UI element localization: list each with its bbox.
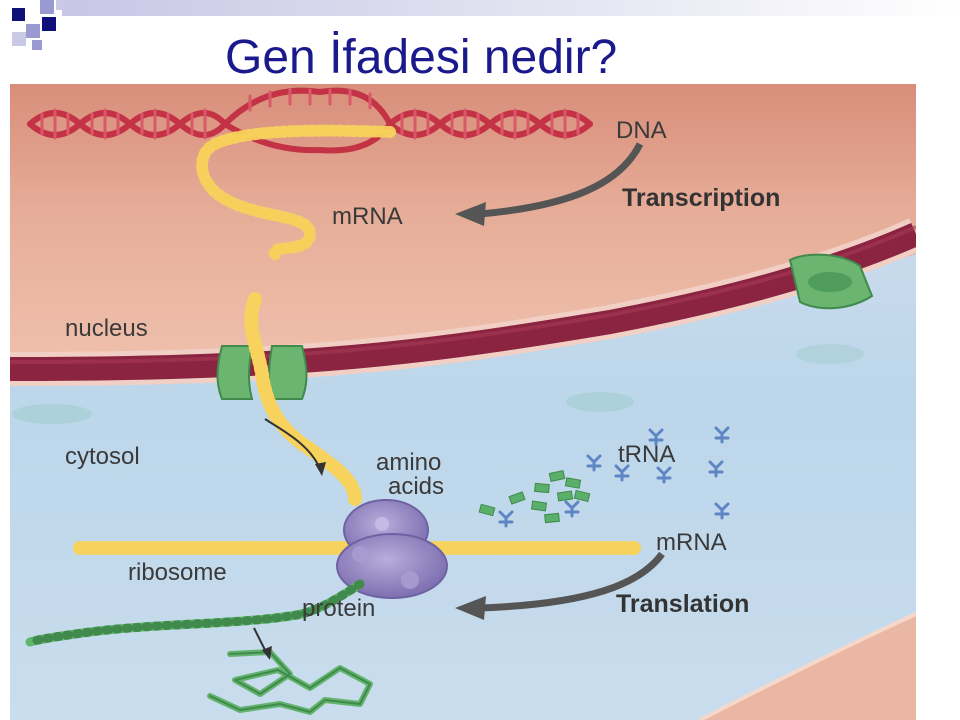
protein-label: protein	[302, 595, 375, 622]
cytosol-label: cytosol	[65, 443, 140, 470]
protein-chain	[25, 579, 373, 715]
mrna-through-pore	[244, 292, 362, 506]
trna-molecules	[498, 426, 730, 528]
cytosol-arrow	[264, 418, 326, 476]
translation-arrow	[455, 551, 665, 620]
trna-label: tRNA	[618, 441, 675, 468]
transcription-arrow	[455, 142, 644, 226]
mrna-label-top: mRNA	[332, 203, 403, 230]
amino-acids-label-line2: acids	[388, 473, 444, 500]
ribosome	[336, 499, 448, 599]
dna-label: DNA	[616, 117, 667, 144]
amino-acids	[478, 470, 591, 524]
dna-helix	[27, 87, 593, 154]
ribosome-label: ribosome	[128, 559, 227, 586]
mrna-transcript-top	[196, 124, 396, 260]
transcription-label: Transcription	[622, 184, 780, 212]
slide-title: Gen İfadesi nedir?	[225, 31, 618, 84]
amino-acids-label-line1: amino	[376, 449, 441, 476]
slide-decoration	[12, 0, 960, 50]
translation-label: Translation	[616, 590, 749, 618]
nuclear-pore-right	[788, 253, 874, 310]
nucleus-label: nucleus	[65, 315, 148, 342]
mrna-label-bottom: mRNA	[656, 529, 727, 556]
gene-expression-diagram: DNA mRNA Transcription nucleus cytosol a…	[10, 84, 916, 720]
nuclear-pore-left	[216, 345, 308, 400]
